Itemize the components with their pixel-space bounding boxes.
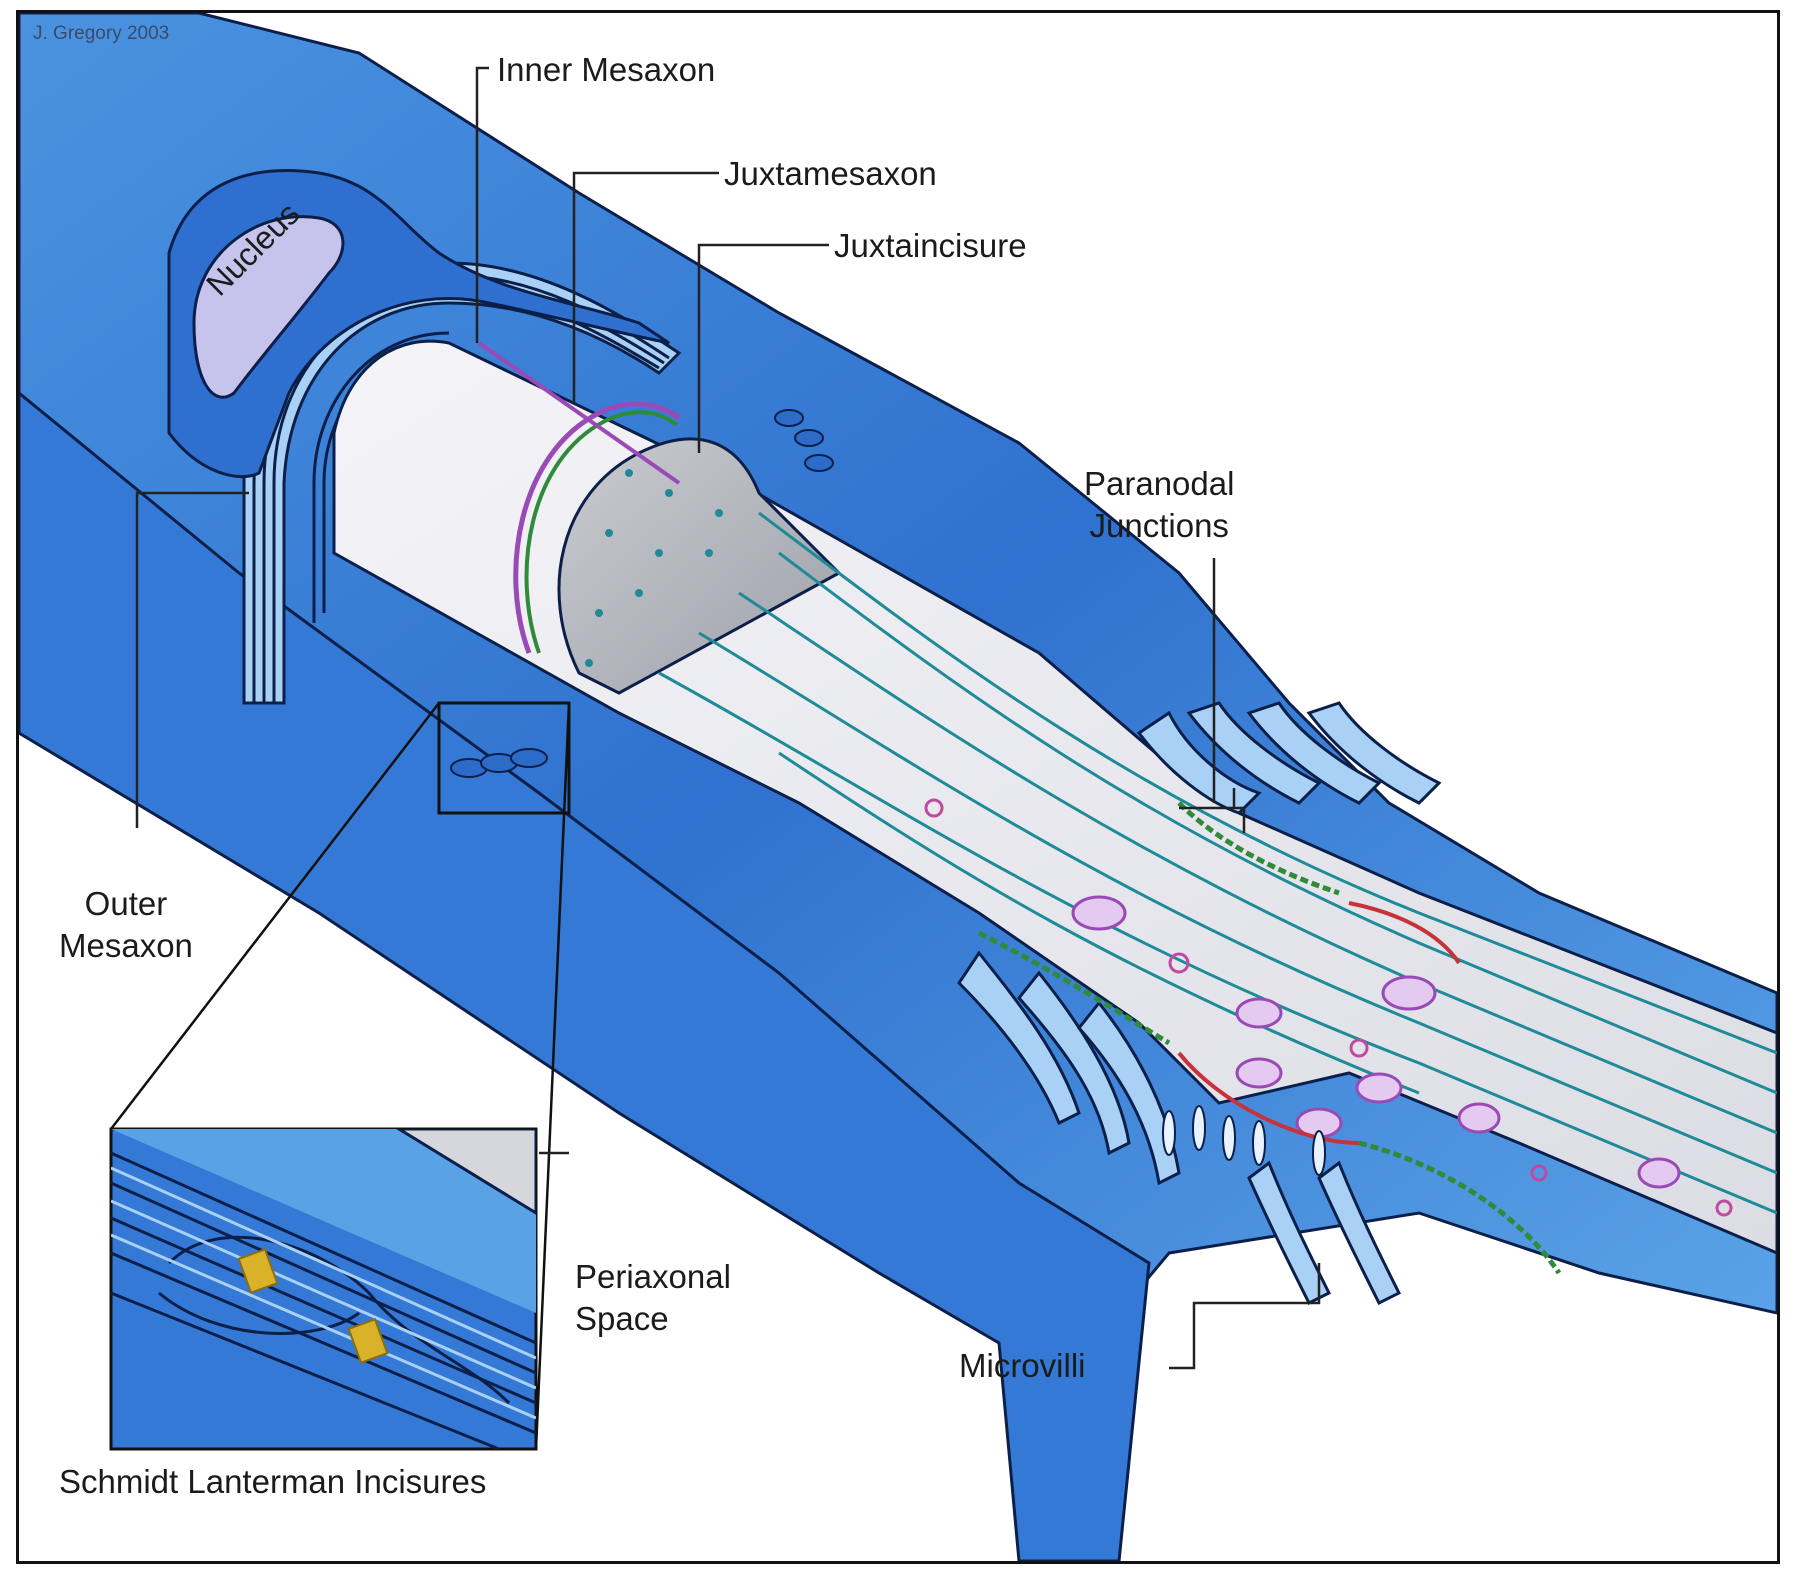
myelinated-axon-illustration (19, 13, 1777, 1561)
node-membrane-red (1348, 901, 1461, 965)
paranodal-loops-upper (1136, 701, 1442, 815)
nucleus-icon (192, 215, 345, 399)
mitochondrion-icon (1355, 1072, 1403, 1104)
mitochondrion-icon (1457, 1102, 1501, 1134)
microvilli (1162, 1105, 1326, 1176)
mitochondria (1071, 895, 1681, 1189)
vesicles (924, 798, 1733, 1217)
label-outer-mesaxon: Outer Mesaxon (59, 885, 193, 964)
label-juxtaincisure: Juxtaincisure (834, 227, 1027, 264)
paranodal-loops-lower (957, 950, 1402, 1306)
label-microvilli: Microvilli (959, 1347, 1086, 1384)
paranodal-junction-green (1177, 801, 1340, 896)
diagram-frame: J. Gregory 2003 Inner Mesaxon Juxtamesax… (16, 10, 1780, 1564)
inset-schmidt-lanterman (109, 1127, 538, 1451)
incisure-cluster (450, 409, 834, 778)
label-inner-mesaxon: Inner Mesaxon (497, 51, 716, 88)
label-paranodal-junctions: Paranodal Junctions (1084, 465, 1235, 544)
juxtamesaxon-line (477, 341, 681, 485)
label-periaxonal-space: Periaxonal Space (575, 1258, 731, 1337)
mitochondrion-icon (1071, 895, 1127, 931)
vesicle-icon (1168, 952, 1190, 974)
label-schmidt-lanterman-incisures: Schmidt Lanterman Incisures (59, 1463, 487, 1500)
microtubule-dots (585, 469, 723, 667)
gap-junction-icon (237, 1248, 389, 1364)
label-juxtamesaxon: Juxtamesaxon (724, 155, 937, 192)
leader-lines (135, 66, 1321, 1370)
mitochondrion-icon (1235, 1057, 1283, 1089)
vesicle-icon (924, 798, 944, 818)
juxtaincisure-band (513, 401, 681, 654)
credit-text: J. Gregory 2003 (33, 23, 170, 44)
outer-sheath-lower (19, 391, 1151, 1561)
node-membrane-red-lower (1177, 1051, 1360, 1145)
mitochondrion-icon (1381, 975, 1437, 1011)
zoom-box (437, 701, 571, 815)
mitochondrion-icon (1235, 997, 1283, 1029)
mitochondrion-icon (1637, 1157, 1681, 1189)
vesicle-icon (1530, 1164, 1548, 1182)
microtubules (658, 511, 1777, 1215)
vesicle-icon (1349, 1038, 1369, 1058)
vesicle-icon (1715, 1199, 1733, 1217)
paranodal-junction-green-lower (977, 930, 1171, 1046)
